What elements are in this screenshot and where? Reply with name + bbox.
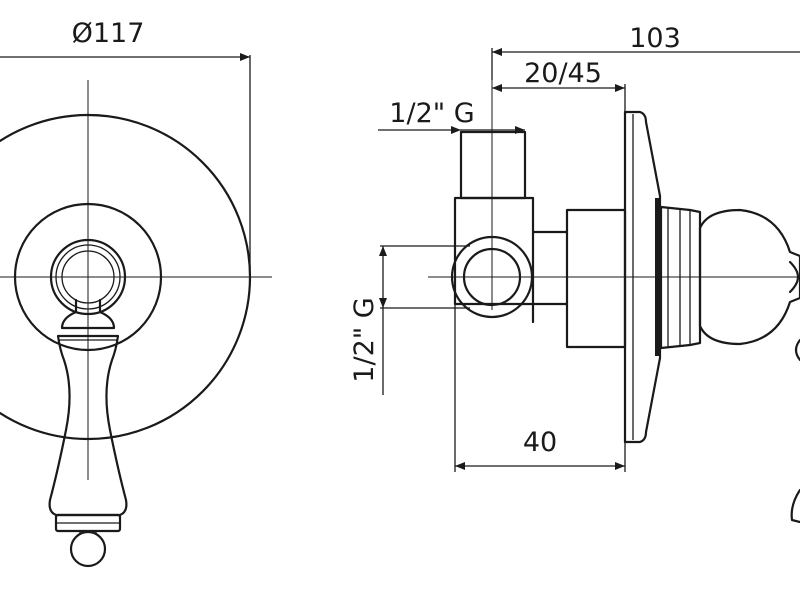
overall-depth-label: 103 [629,23,681,54]
wall-depth-arrow-right [615,84,625,92]
handle-knob [69,530,107,568]
side-connection-arrow-top [379,246,387,256]
overall-depth-dimension: 103 [491,23,800,80]
wall-depth-arrow-left [492,84,502,92]
side-outlet-inner [462,247,522,307]
side-outlet-outer [450,235,534,319]
lever-tip-lower [794,338,800,362]
top-connection-arrow-right [515,126,525,134]
wall-depth-dimension: 20/45 [492,58,626,112]
wall-plate-profile [623,110,662,444]
lever-tail [790,488,800,524]
body-depth-dimension: 40 [454,304,626,472]
overall-depth-arrow [492,48,502,56]
front-view: Ø117 [0,18,272,568]
body-depth-arrow-right [615,462,625,470]
lever-hub-neck [788,260,800,294]
handle-neck [60,298,116,330]
lever-hub [698,208,800,346]
body-depth-label: 40 [523,427,557,458]
lever-handle [48,298,128,568]
body-extension [531,230,569,324]
diameter-arrow [240,53,250,61]
spindle-inner-ring [61,250,115,304]
body-depth-arrow-left [455,462,465,470]
top-inlet-nipple [459,130,527,200]
cartridge-housing [565,208,627,349]
diameter-label: Ø117 [72,18,145,49]
side-view: 103 20/45 1/2" G 1/2" G [349,23,800,524]
inner-boss [13,202,163,352]
wall-depth-label: 20/45 [524,58,602,89]
top-connection-arrow [451,126,461,134]
trim-ring [655,198,661,356]
top-connection-label: 1/2" G [389,98,474,129]
side-connection-dimension: 1/2" G [349,245,470,395]
side-connection-label: 1/2" G [349,297,380,382]
top-connection-dimension: 1/2" G [378,98,526,190]
spindle-outer-ring [49,238,127,316]
side-connection-arrow-bottom [379,298,387,308]
spindle-middle-ring [55,244,121,310]
diameter-dimension: Ø117 [0,18,251,277]
